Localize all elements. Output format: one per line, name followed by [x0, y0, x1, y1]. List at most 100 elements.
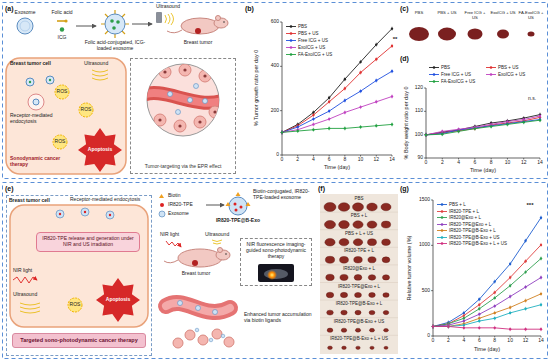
panel-letter: (b)	[245, 5, 254, 13]
part-name: Ultrasound	[13, 292, 37, 298]
ros-label: ROS	[57, 89, 68, 95]
part-name: Ultrasound	[84, 61, 108, 67]
axis-title: Relative tumor volume (%)	[406, 236, 412, 301]
apoptosis-label: Apoptosis	[88, 147, 112, 153]
part-name: IR820-TPE@B-Exo	[216, 218, 260, 224]
axis-title: Time (day)	[474, 346, 500, 352]
mouse-ultrasound	[156, 12, 228, 34]
node-text: NIR fluorescence imaging-guided sono-pho…	[244, 242, 308, 259]
part-name: NIR light	[13, 268, 32, 274]
therapy-banner: Targeted sono-photodynamic cancer therap…	[12, 333, 146, 348]
legend-swatch	[437, 209, 447, 214]
legend-text: FA-ExoICG + US	[441, 79, 475, 84]
axis-title: Time (day)	[470, 167, 496, 173]
legend-swatch	[437, 222, 447, 227]
axis-tick: 4	[457, 160, 460, 166]
legend-item: FA-ExoICG + US	[429, 79, 475, 84]
legend-text: ExoICG + US	[498, 72, 525, 77]
legend-swatch	[486, 65, 496, 70]
legend-item: ExoICG + US	[286, 45, 325, 50]
legend-swatch	[429, 65, 439, 70]
group-label: ExoICG + US	[490, 11, 517, 16]
group-label: PBS + US	[434, 11, 461, 16]
legend-text: PBS	[298, 24, 307, 29]
legend-text: PBS + US	[298, 31, 318, 36]
legend-swatch	[286, 52, 296, 57]
legend-text: Free ICG + US	[441, 72, 471, 77]
legend-item: IR820-TPE + L	[437, 209, 479, 214]
data-line	[433, 278, 541, 327]
legend-swatch	[437, 202, 447, 207]
axis-tick: 2	[447, 338, 450, 344]
legend-text: PBS	[441, 65, 450, 70]
exosome-schematic	[17, 10, 152, 38]
data-points	[425, 118, 541, 137]
ros-label: ROS	[70, 302, 81, 308]
legend-item: PBS	[429, 65, 450, 70]
row-label: IR820-TPE@B-Exo + US	[334, 319, 384, 324]
axis-ticks	[280, 22, 392, 157]
legend-swatch	[437, 241, 447, 246]
axis-title: % Tumor growth ratio per day 0	[253, 50, 259, 127]
legend-swatch	[286, 31, 296, 36]
row-label: IR820-TPE + L	[344, 248, 374, 253]
axis-tick: 0	[432, 338, 435, 344]
zoom-box: Tumor-targeting via the EPR effect	[130, 58, 236, 174]
axis-tick: 4	[312, 157, 315, 163]
line-chart	[431, 200, 542, 338]
data-line	[282, 46, 392, 132]
legend-text: Free ICG + US	[298, 38, 328, 43]
tumor-photo-grid	[320, 203, 398, 350]
axis-tick: 400	[271, 63, 279, 69]
row-label: IR820-TPE@B-Exo + L	[336, 301, 383, 306]
part-name: Breast tumor	[184, 40, 213, 46]
legend-item: PBS	[286, 24, 307, 29]
data-line	[433, 218, 541, 327]
data-points	[425, 115, 541, 136]
node-text: Targeted sono-photodynamic cancer therap…	[20, 337, 138, 343]
panel-letter: (c)	[400, 5, 409, 13]
data-points	[425, 113, 541, 137]
axis-tick: 100	[415, 132, 423, 138]
axis-tick: 8	[493, 338, 496, 344]
part-name: Biotin-conjugated, IR820-TPE-loaded exos…	[253, 189, 313, 201]
part-name: IR820-TPE	[168, 202, 193, 208]
part-name: Biotin	[168, 193, 181, 199]
axis-tick: 200	[271, 108, 279, 114]
data-points	[281, 94, 393, 134]
part-name: NIR light	[160, 232, 179, 238]
legend-swatch	[286, 38, 296, 43]
axis-tick: 90	[417, 155, 423, 161]
row-label: IR820-TPE@B-Exo + L + US	[330, 336, 388, 341]
legend-swatch	[429, 79, 439, 84]
legend-swatch	[429, 72, 439, 77]
axis-tick: 0	[427, 333, 430, 339]
legend-swatch	[437, 235, 447, 240]
axis-tick: 8	[490, 160, 493, 166]
axis-tick: 14	[538, 338, 544, 344]
tumor-photos	[409, 27, 535, 41]
panel-letter: (e)	[5, 185, 14, 193]
group-label: Free ICG + US	[462, 11, 489, 21]
legend-item: IR820-TPE@B-Exo + US	[437, 235, 499, 240]
legend-item: Free ICG + US	[286, 38, 328, 43]
row-label: PBS + L	[351, 213, 368, 218]
data-points	[281, 27, 393, 135]
row-label: IR820@Exo + L	[343, 266, 375, 271]
legend-swatch	[286, 45, 296, 50]
part-name: Folic acid-conjugated, ICG-loaded exosom…	[80, 40, 150, 52]
data-line	[426, 116, 540, 135]
part-name: Breast tumor cell	[10, 61, 51, 67]
ros-label: ROS	[55, 139, 66, 145]
note: Enhanced tumor accumulation via biotin l…	[244, 312, 312, 324]
row-label: PBS	[354, 196, 363, 201]
axis-tick: 6	[328, 157, 331, 163]
data-points	[425, 118, 541, 137]
data-line	[426, 115, 540, 135]
data-line	[433, 305, 541, 327]
cell-frame: Breast tumor cellIR820-TPE release and g…	[6, 195, 152, 356]
group-label: PBS	[406, 11, 433, 16]
data-points	[432, 256, 542, 328]
